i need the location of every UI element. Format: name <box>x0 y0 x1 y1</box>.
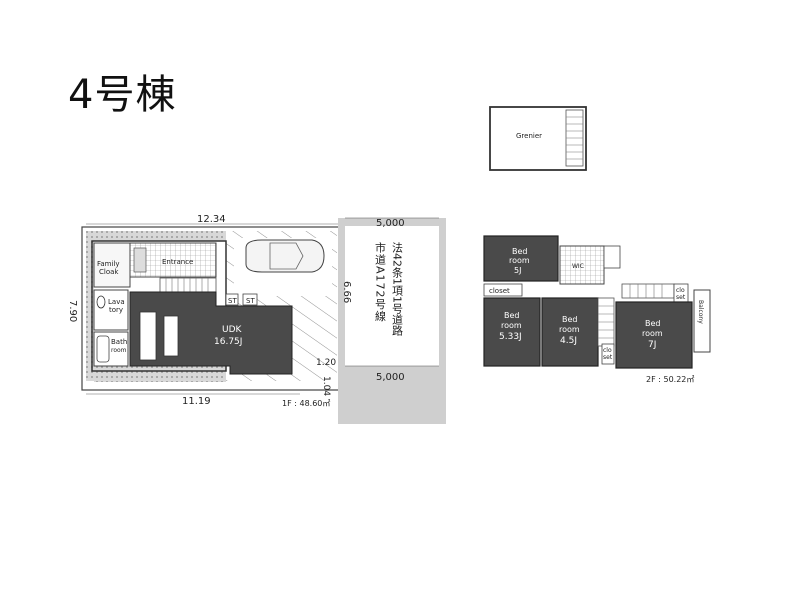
lavatory-label-2: tory <box>109 306 123 314</box>
garden-band-left <box>86 241 94 381</box>
bedroom-4 <box>615 301 693 369</box>
garden-band-bottom <box>94 366 226 382</box>
st-label-1: ST <box>228 297 237 305</box>
road-name-vertical-1: 市道A172号線 <box>374 241 387 323</box>
entrance-label: Entrance <box>162 258 193 266</box>
st-box-2 <box>242 293 258 306</box>
floor2-area-label: 2F : 50.22㎡ <box>646 375 694 384</box>
bedroom-1-label-1: Bed <box>512 247 528 256</box>
bedroom-2-label-1: Bed <box>504 311 520 320</box>
bath-label-1: Bath <box>111 338 127 346</box>
closet-b-label-1: clo <box>603 347 612 354</box>
bedroom-3-label-3: 4.5J <box>560 336 577 346</box>
road-depth-dimension: 6.66 <box>341 281 352 303</box>
toilet-icon <box>96 295 106 309</box>
road-width-top: 5,000 <box>376 218 405 229</box>
first-floor-plan <box>81 223 345 395</box>
closet-label: closet <box>489 287 510 295</box>
car-icon <box>245 239 325 273</box>
bedroom-2 <box>483 297 541 367</box>
st-box-1 <box>225 293 239 306</box>
family-cloak-room <box>93 242 131 288</box>
balcony-label: Balcony <box>697 300 704 324</box>
bedroom-4-label-3: 7J <box>648 340 656 350</box>
balcony <box>693 289 711 353</box>
stairs-1f <box>159 277 217 293</box>
road-name-vertical-2: 法42条1項1号道路 <box>391 241 404 337</box>
bottom-width-dimension: 11.19 <box>182 396 211 407</box>
entrance-shelf <box>133 247 147 273</box>
wic-room <box>559 245 605 285</box>
bathroom-2f <box>603 245 621 269</box>
bathtub-icon <box>96 335 110 363</box>
road-strip <box>338 217 446 424</box>
family-cloak-label-1: Family <box>97 260 120 268</box>
road-width-bottom: 5,000 <box>376 372 405 383</box>
garden-band-top <box>86 231 226 241</box>
bedroom-4-label-2: room <box>642 329 663 338</box>
bedroom-3-label-1: Bed <box>562 315 578 324</box>
bedroom-2-label-3: 5.33J <box>499 332 522 342</box>
bedroom-1-label-2: room <box>509 256 530 265</box>
attic-label: Grenier <box>516 132 542 140</box>
bedroom-4-label-1: Bed <box>645 319 661 328</box>
wic-label: WIC <box>572 263 584 270</box>
st-label-2: ST <box>246 297 255 305</box>
udk-size-label: 16.75J <box>214 337 242 347</box>
closet-a-label-2: set <box>676 294 686 301</box>
bedroom-3-label-2: room <box>559 325 580 334</box>
bedroom-1 <box>483 235 559 282</box>
closet-2f <box>483 283 523 297</box>
dimension-1-04: 1.04 <box>321 376 331 396</box>
top-width-dimension: 12.34 <box>197 214 226 225</box>
kitchen-island <box>163 315 179 357</box>
floor1-area-label: 1F : 48.60㎡ <box>282 399 330 408</box>
family-cloak-label-2: Cloak <box>99 268 119 276</box>
bedroom-3 <box>541 297 599 367</box>
building-title: 4号棟 <box>68 72 177 118</box>
lavatory-label-1: Lava <box>108 298 125 306</box>
bath-label-2: room <box>111 347 127 354</box>
dimension-1-20: 1.20 <box>316 358 336 368</box>
left-dimension: 7.90 <box>67 300 78 322</box>
closet-a-label-1: clo <box>676 287 685 294</box>
kitchen-counter <box>139 311 157 361</box>
second-floor-plan <box>483 235 711 369</box>
attic-plan <box>489 106 587 171</box>
closet-b-label-2: set <box>603 354 613 361</box>
bedroom-1-label-3: 5J <box>514 266 521 275</box>
udk-label: UDK <box>222 325 243 335</box>
bedroom-2-label-2: room <box>501 321 522 330</box>
closet-box-b <box>601 343 615 365</box>
